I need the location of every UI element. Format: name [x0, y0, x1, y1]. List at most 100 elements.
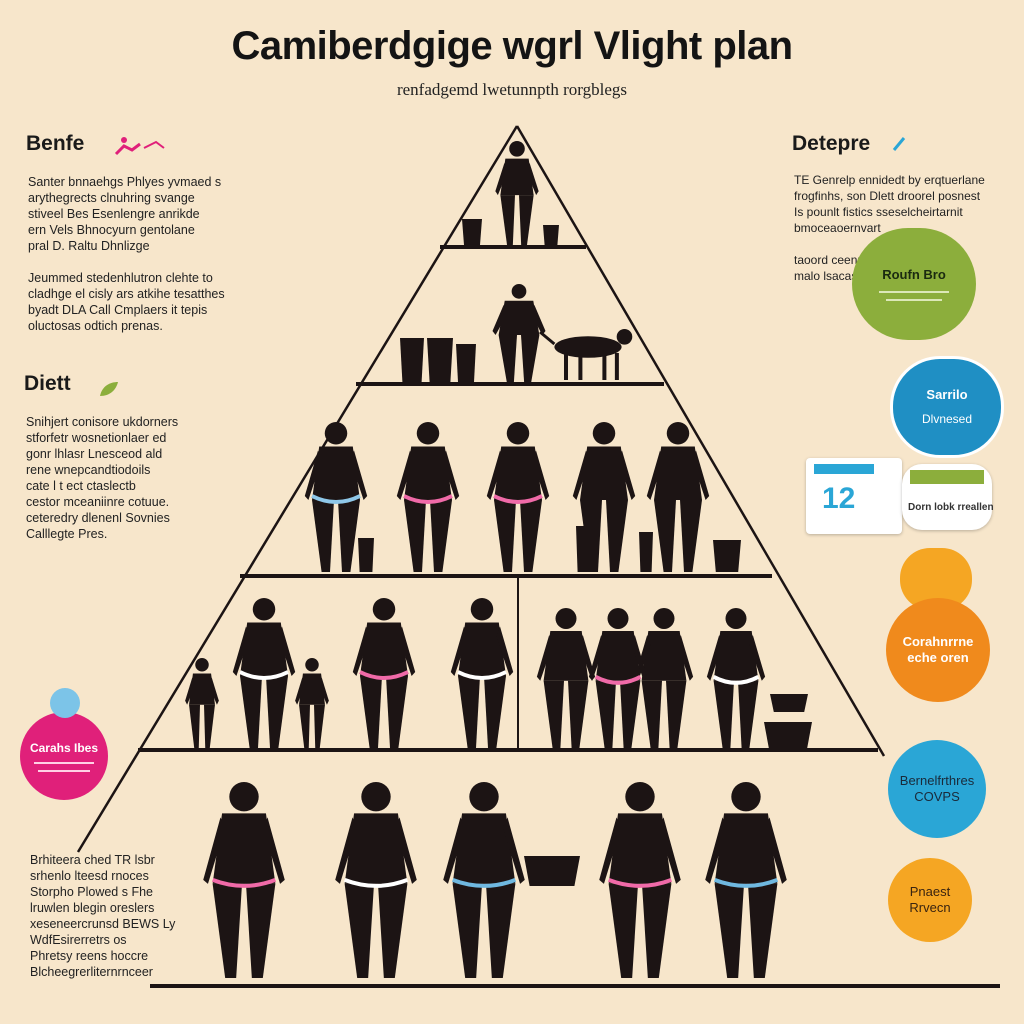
- head: [416, 422, 440, 445]
- orange-badge-line-2: eche oren: [907, 650, 969, 665]
- head: [592, 422, 616, 445]
- right-arm: [496, 626, 514, 676]
- head: [252, 598, 276, 621]
- right-arm: [658, 817, 681, 884]
- torso: [344, 813, 408, 884]
- right-leg: [386, 676, 408, 748]
- head: [666, 422, 690, 445]
- head: [361, 782, 391, 812]
- head: [305, 658, 319, 672]
- left-leg: [458, 676, 480, 748]
- left-leg: [240, 676, 262, 748]
- person-silhouette-2: [706, 608, 766, 748]
- right-leg: [642, 883, 672, 978]
- left-leg: [299, 704, 310, 748]
- right-leg: [519, 195, 534, 245]
- left-leg: [500, 195, 515, 245]
- container-icon-12: [524, 856, 580, 886]
- waistband: [311, 494, 361, 504]
- left-arm: [706, 635, 723, 681]
- dog-leg-0: [564, 353, 568, 380]
- right-arm: [526, 162, 539, 196]
- waistband: [211, 878, 277, 888]
- dog-leg-3: [614, 353, 619, 380]
- left-leg: [404, 500, 426, 572]
- right-paragraph: TE Genrelp ennidedt by erqtuerlane frogf…: [794, 173, 985, 283]
- right-leg: [204, 704, 215, 748]
- container-icon-7: [576, 526, 592, 572]
- head: [469, 782, 499, 812]
- right-arm: [209, 677, 219, 705]
- left-leg: [189, 704, 200, 748]
- right-leg: [430, 500, 452, 572]
- left-arm: [185, 677, 195, 705]
- right-arm: [631, 635, 648, 681]
- right-leg: [314, 704, 325, 748]
- dog-head: [616, 329, 633, 345]
- left-leg: [713, 680, 734, 748]
- person-silhouette-2: [443, 782, 525, 978]
- left-leg: [641, 680, 662, 748]
- left-arm: [304, 450, 322, 500]
- left-leg: [344, 883, 374, 978]
- person-silhouette-0: [185, 658, 219, 748]
- diet-paragraph: Snihjert conisore ukdorners stforfetr wo…: [26, 415, 179, 541]
- right-arm: [749, 635, 766, 681]
- right-arm: [350, 450, 368, 500]
- container-icon-10: [764, 722, 812, 748]
- torso: [498, 300, 540, 335]
- person-silhouette-4: [705, 782, 787, 978]
- container-icon-1: [462, 219, 482, 245]
- left-leg: [714, 883, 744, 978]
- container-icon-8: [639, 532, 653, 572]
- sprout-icon: [892, 137, 906, 151]
- waistband: [493, 494, 543, 504]
- right-arm: [262, 817, 285, 884]
- head: [372, 598, 396, 621]
- left-leg: [452, 883, 482, 978]
- waistband: [403, 494, 453, 504]
- orange-badge: Corahnrrne eche oren: [886, 598, 990, 702]
- right-leg: [378, 883, 408, 978]
- green-badge-rule: [886, 299, 942, 301]
- yellow-badge-line-1: Pnaest: [909, 884, 951, 899]
- waistband: [343, 878, 409, 888]
- dog-silhouette: [539, 329, 633, 380]
- right-arm: [618, 450, 636, 500]
- teal-badge-line-2: COVPS: [914, 789, 960, 804]
- left-arm: [295, 677, 305, 705]
- torso: [189, 673, 215, 705]
- page-title: Camiberdgige wgrl Vlight plan: [231, 24, 793, 68]
- green-badge-rule: [879, 291, 949, 293]
- left-leg: [212, 883, 242, 978]
- right-leg: [266, 676, 288, 748]
- stat-card-bar: [814, 464, 874, 474]
- right-leg: [246, 883, 276, 978]
- right-leg: [338, 500, 360, 572]
- person-silhouette-1: [232, 598, 296, 748]
- right-arm: [532, 450, 550, 500]
- person-silhouette-2: [295, 658, 329, 748]
- right-arm: [442, 450, 460, 500]
- right-leg: [486, 883, 516, 978]
- right-leg: [521, 334, 540, 382]
- head: [653, 608, 675, 629]
- right-arm: [394, 817, 417, 884]
- left-arm: [599, 817, 622, 884]
- torso: [580, 446, 628, 500]
- person-silhouette-0: [492, 284, 546, 382]
- orange-badge-line-1: Corahnrrne: [902, 634, 974, 649]
- left-leg: [312, 500, 334, 572]
- pink-badge: Carahs Ibes: [20, 712, 108, 800]
- right-arm: [764, 817, 787, 884]
- caption-card-bar: [910, 470, 984, 484]
- head: [725, 608, 747, 629]
- right-arm: [398, 626, 416, 676]
- pink-badge-line: Carahs Ibes: [29, 741, 99, 755]
- caption-card: Dorn lobk rreallen: [902, 464, 994, 530]
- person-silhouette-0: [536, 608, 596, 748]
- blue-badge-subtitle: Dlvnesed: [921, 412, 973, 426]
- torso: [452, 813, 516, 884]
- left-arm: [335, 817, 358, 884]
- right-leg: [680, 500, 702, 572]
